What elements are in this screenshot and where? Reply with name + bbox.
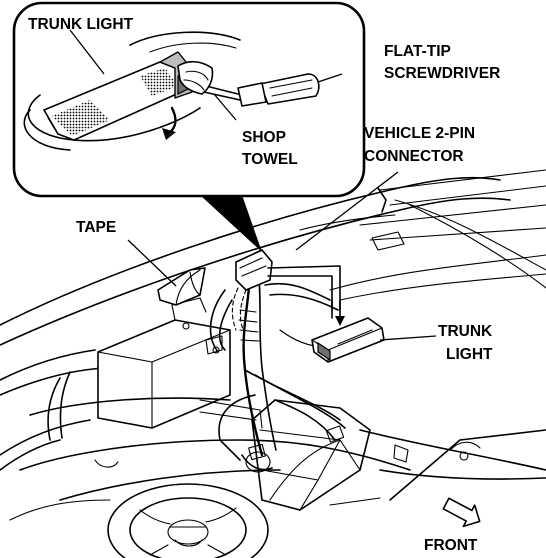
- flat-tip-label: FLAT-TIP: [384, 43, 451, 60]
- wire-harness: [209, 267, 346, 473]
- vehicle-connector-main: [235, 249, 341, 311]
- inset-callout: [12, 1, 366, 252]
- tape-part: [157, 267, 206, 306]
- tape-label: TAPE: [76, 219, 116, 236]
- connector-leader: [295, 171, 399, 251]
- trunk-light-main: [311, 299, 385, 363]
- towel-label: TOWEL: [242, 151, 298, 168]
- inset-screwdriver: [177, 60, 320, 107]
- trunk-light-leader: [379, 335, 437, 341]
- screwdriver-label: SCREWDRIVER: [384, 65, 500, 82]
- vehicle-2-pin-label: VEHICLE 2-PIN: [364, 125, 475, 142]
- light-label: LIGHT: [446, 346, 493, 363]
- vehicle-trunk-illustration: [0, 169, 546, 558]
- connector-label: CONNECTOR: [364, 148, 464, 165]
- shop-label: SHOP: [242, 129, 286, 146]
- front-direction-arrow-icon: [442, 497, 481, 528]
- tape-leader: [127, 239, 177, 287]
- front-label: FRONT: [424, 537, 478, 554]
- inset-trunk-light-label: TRUNK LIGHT: [28, 16, 134, 33]
- trunk-label: TRUNK: [438, 323, 493, 340]
